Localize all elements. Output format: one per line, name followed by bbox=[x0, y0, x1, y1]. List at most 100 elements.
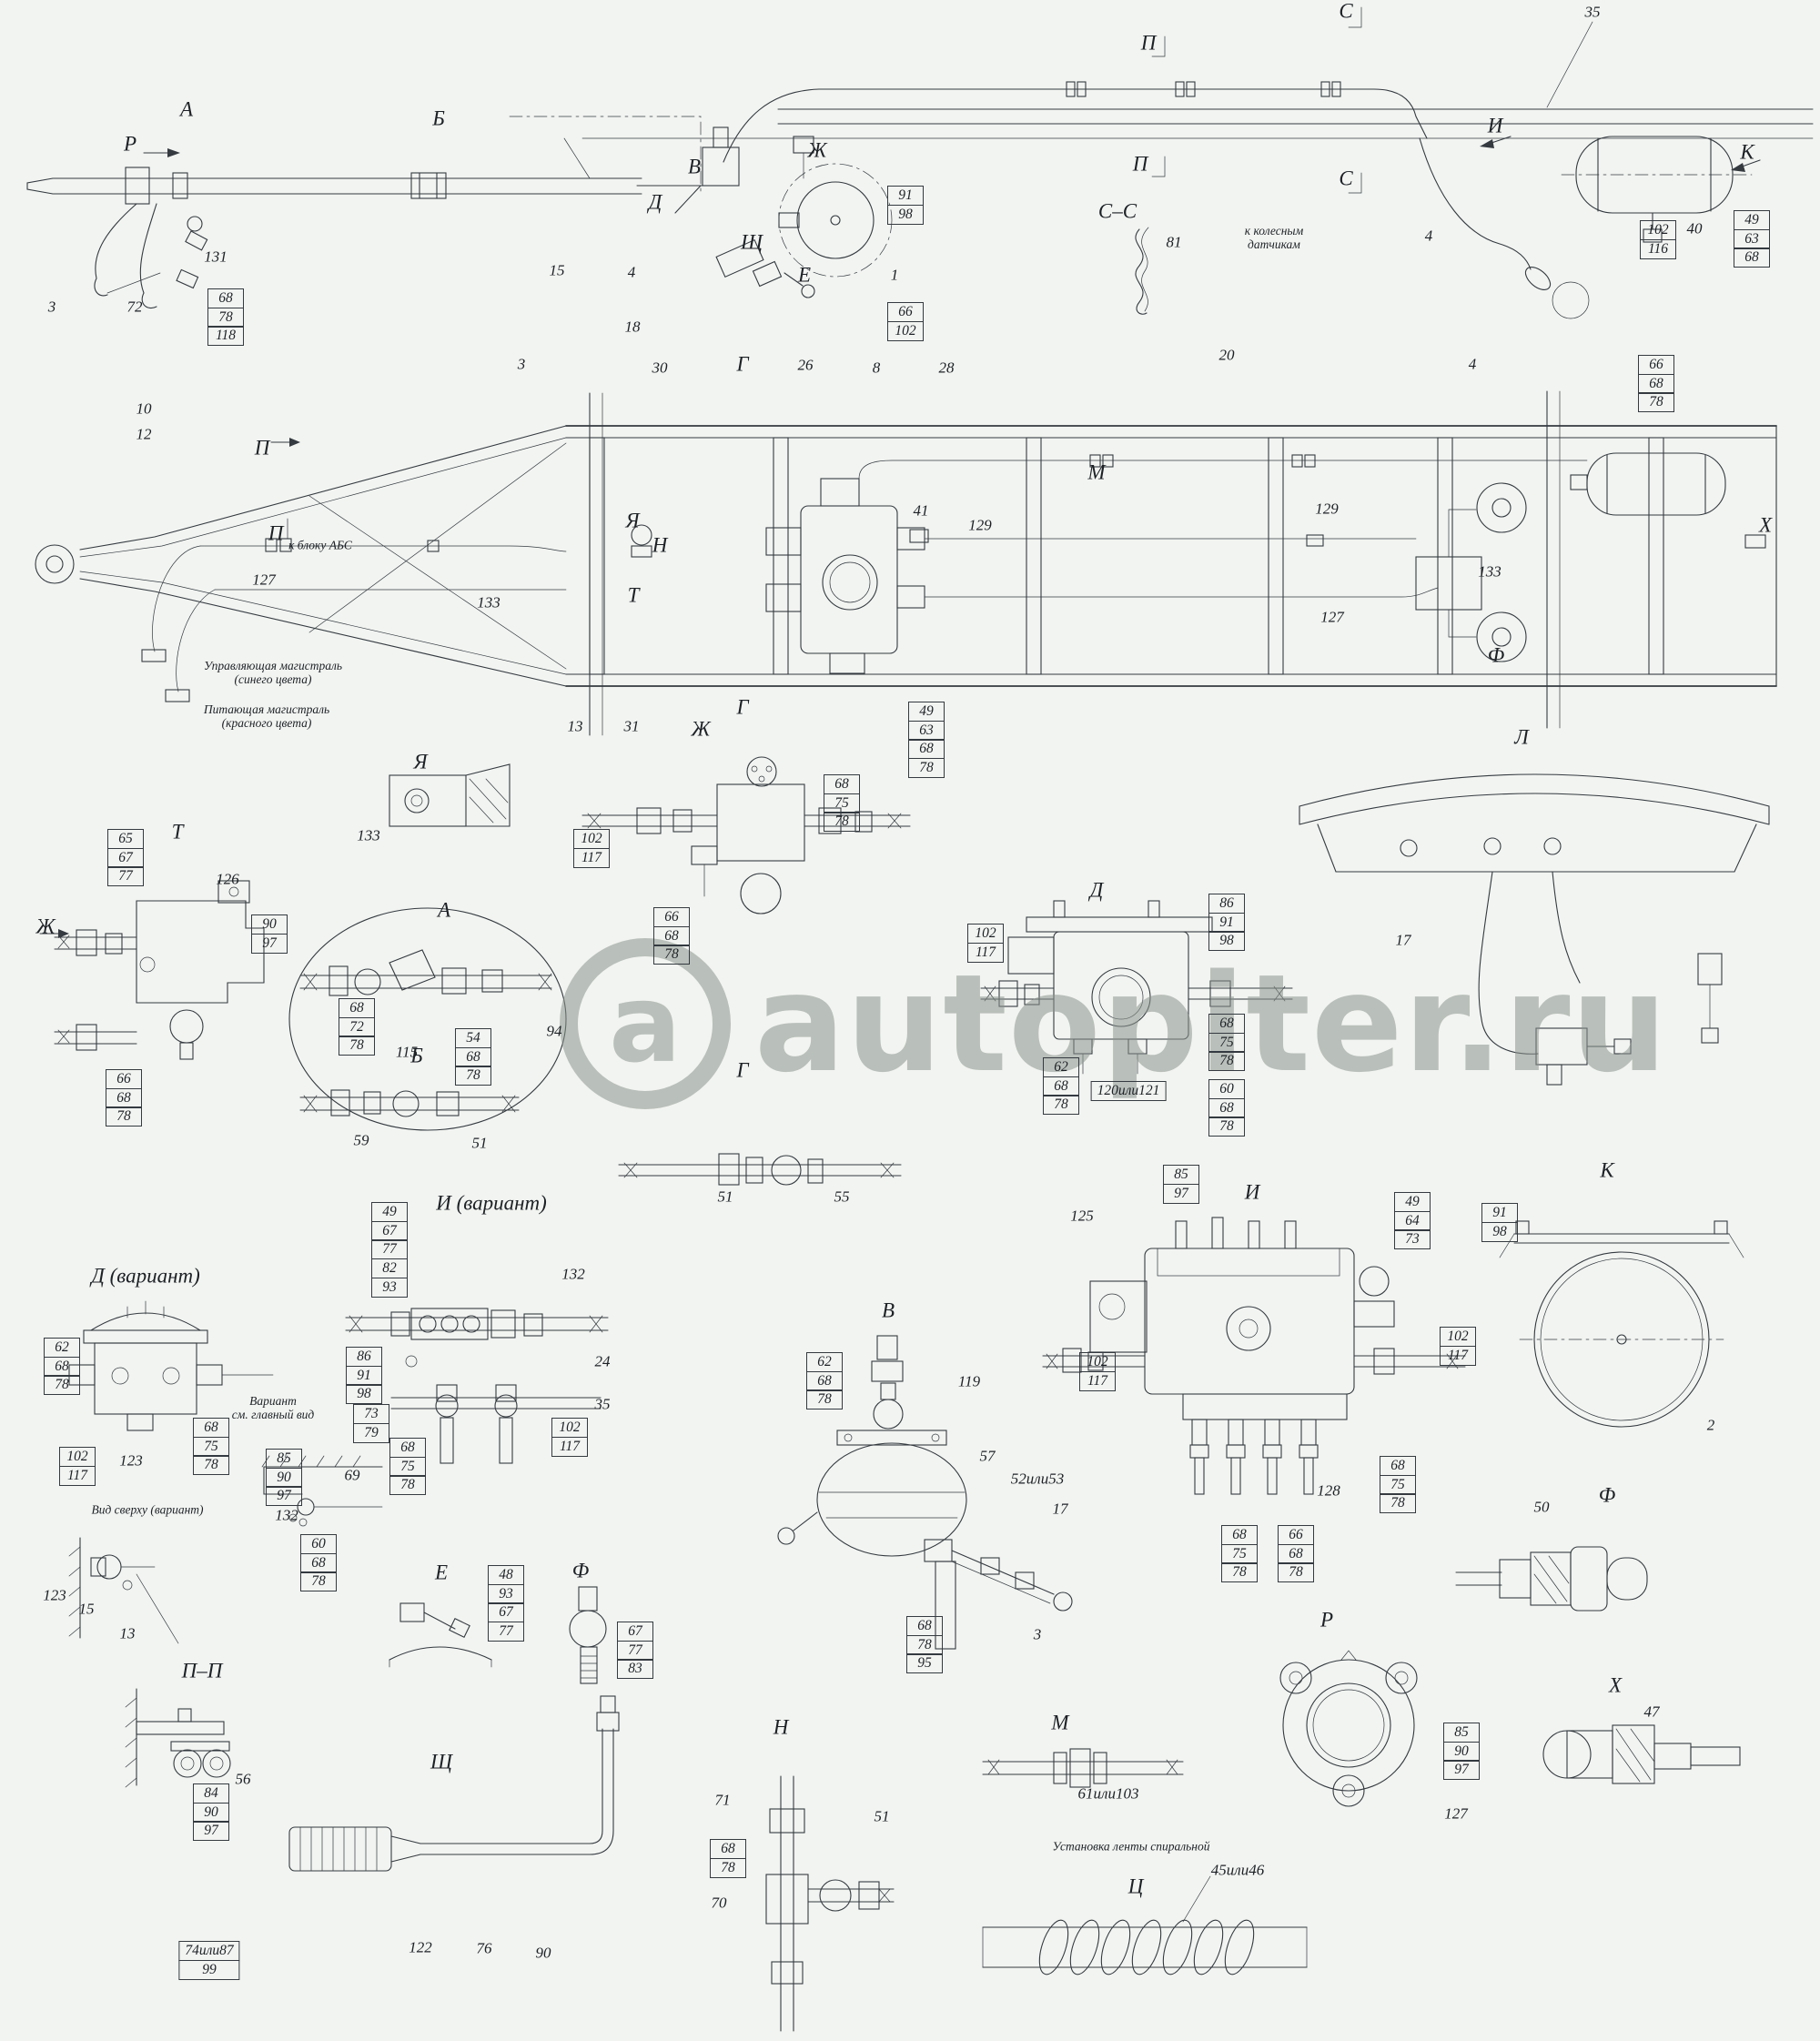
part-number: 75 bbox=[1380, 1474, 1416, 1495]
detail-shch bbox=[288, 1695, 620, 1872]
callout-number: 30 bbox=[652, 359, 668, 377]
part-number: 91 bbox=[1208, 912, 1245, 933]
part-number: 48 bbox=[488, 1564, 524, 1585]
part-number: 117 bbox=[1440, 1345, 1476, 1366]
part-number: 117 bbox=[59, 1465, 96, 1486]
part-number: 99 bbox=[178, 1959, 240, 1980]
part-number: 78 bbox=[193, 1455, 229, 1476]
annotation-text: Питающая магистраль (красного цвета) bbox=[203, 702, 330, 730]
callout-number: 70 bbox=[711, 1894, 727, 1912]
part-number: 67 bbox=[371, 1220, 408, 1241]
callout-number: 51 bbox=[471, 1134, 488, 1152]
part-number: 78 bbox=[1208, 1116, 1245, 1137]
part-number: 75 bbox=[389, 1456, 426, 1477]
part-number: 117 bbox=[573, 847, 610, 868]
part-number: 68 bbox=[1043, 1076, 1079, 1096]
callout-number: 76 bbox=[476, 1939, 492, 1957]
callout-number: 20 bbox=[1218, 346, 1235, 364]
part-number: 102 bbox=[1079, 1351, 1116, 1372]
part-number: 93 bbox=[488, 1583, 524, 1604]
part-number: 85 bbox=[1443, 1722, 1480, 1743]
section-label: Н bbox=[652, 533, 668, 557]
part-number: 75 bbox=[1221, 1543, 1258, 1564]
detail-ts bbox=[982, 1875, 1308, 1975]
part-number: 84 bbox=[193, 1783, 229, 1804]
part-number: 67 bbox=[488, 1602, 524, 1623]
section-label: Я bbox=[625, 509, 640, 532]
part-number: 67 bbox=[617, 1621, 653, 1642]
callout-number: 126 bbox=[216, 870, 239, 888]
part-number: 72 bbox=[339, 1016, 375, 1037]
part-number: 68 bbox=[908, 739, 945, 760]
part-number: 63 bbox=[908, 720, 945, 741]
callout-number: 13 bbox=[119, 1624, 136, 1642]
part-number: 83 bbox=[617, 1659, 653, 1680]
part-number: 90 bbox=[1443, 1741, 1480, 1762]
section-label: Г bbox=[736, 352, 749, 376]
part-number: 73 bbox=[1394, 1229, 1431, 1250]
part-number: 82 bbox=[371, 1258, 408, 1279]
part-number: 90 bbox=[193, 1802, 229, 1823]
part-number: 78 bbox=[339, 1036, 375, 1056]
callout-number: 61или103 bbox=[1077, 1784, 1139, 1803]
callout-number: 127 bbox=[1320, 608, 1344, 626]
part-number: 78 bbox=[300, 1571, 337, 1592]
section-label: П bbox=[254, 436, 270, 460]
section-label: Щ bbox=[430, 1750, 452, 1773]
part-number: 68 bbox=[1221, 1524, 1258, 1545]
part-number: 75 bbox=[193, 1436, 229, 1457]
callout-number: 133 bbox=[1478, 562, 1502, 581]
part-number: 54 bbox=[455, 1027, 491, 1048]
part-number: 77 bbox=[488, 1622, 524, 1642]
part-number: 68 bbox=[207, 288, 244, 308]
section-label: Я bbox=[413, 750, 428, 773]
callout-number: 40 bbox=[1686, 219, 1703, 237]
callout-number: 41 bbox=[913, 501, 929, 520]
callout-number: 2 bbox=[1706, 1416, 1715, 1434]
part-number: 75 bbox=[824, 793, 860, 813]
section-label: К bbox=[1600, 1158, 1614, 1182]
callout-number: 47 bbox=[1643, 1703, 1660, 1721]
part-number: 78 bbox=[207, 307, 244, 328]
part-number: 68 bbox=[653, 925, 690, 946]
part-number: 78 bbox=[389, 1475, 426, 1496]
detail-a-circle bbox=[288, 907, 567, 1131]
part-number: 65 bbox=[107, 828, 144, 849]
callout-number: 3 bbox=[47, 298, 56, 316]
annotation-text: к колесным датчикам bbox=[1244, 224, 1304, 251]
section-label: Р bbox=[123, 132, 137, 156]
part-number: 63 bbox=[1734, 228, 1770, 249]
part-number: 118 bbox=[207, 326, 244, 347]
annotation-text: Вид сверху (вариант) bbox=[91, 1502, 204, 1517]
callout-number: 132 bbox=[275, 1506, 298, 1524]
part-number: 85 bbox=[266, 1448, 302, 1469]
section-label: Ф bbox=[571, 1559, 590, 1582]
part-number: 86 bbox=[346, 1346, 382, 1367]
callout-number: 131 bbox=[204, 248, 228, 266]
detail-ya bbox=[389, 763, 511, 827]
part-number: 85 bbox=[1163, 1164, 1199, 1185]
part-number: 77 bbox=[107, 866, 144, 887]
plan-view bbox=[35, 390, 1777, 938]
callout-number: 17 bbox=[1052, 1500, 1068, 1518]
section-label: Щ bbox=[741, 230, 763, 254]
part-number: 117 bbox=[551, 1436, 588, 1457]
detail-d-variant bbox=[68, 1300, 274, 1431]
callout-number: 81 bbox=[1166, 233, 1182, 251]
callout-number: 69 bbox=[344, 1466, 360, 1484]
